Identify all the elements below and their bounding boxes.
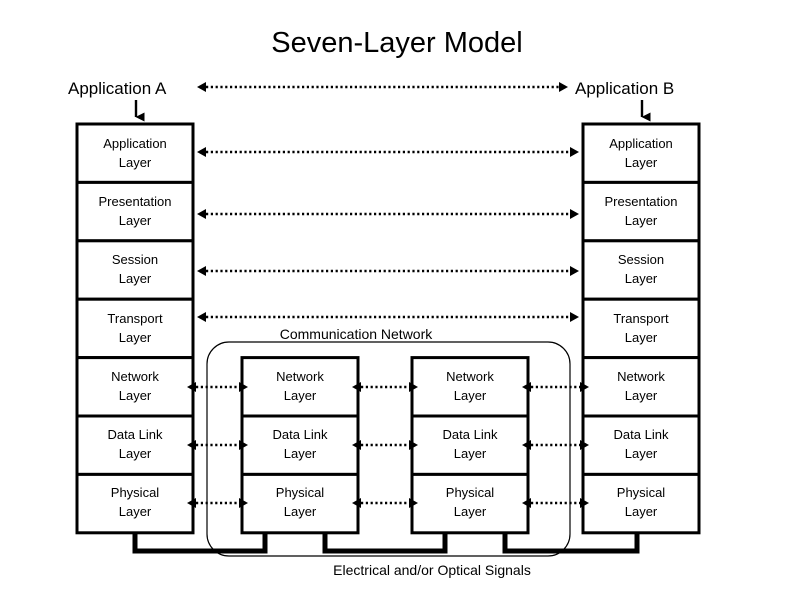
layer-label-line2: Layer bbox=[625, 213, 658, 228]
layer-label-line1: Physical bbox=[446, 485, 495, 500]
signals-label: Electrical and/or Optical Signals bbox=[333, 562, 531, 578]
layer-box-network[interactable]: Network Layer bbox=[240, 356, 360, 418]
layer-label-line2: Layer bbox=[454, 446, 487, 461]
stack-router-1: Network Layer Data Link Layer Physical L… bbox=[240, 356, 360, 535]
layer-box-session[interactable]: Session Layer bbox=[75, 239, 195, 301]
layer-label-line2: Layer bbox=[119, 271, 152, 286]
endpoint-label-left: Application A bbox=[68, 79, 167, 98]
stack-host-a: Application Layer Presentation Layer Ses… bbox=[75, 122, 195, 535]
layer-label-line2: Layer bbox=[119, 446, 152, 461]
layer-label-line1: Presentation bbox=[99, 194, 172, 209]
layer-label-line2: Layer bbox=[454, 388, 487, 403]
layer-label-line1: Application bbox=[609, 136, 673, 151]
layer-label-line1: Physical bbox=[111, 485, 160, 500]
layer-label-line1: Session bbox=[618, 252, 664, 267]
layer-box-data-link[interactable]: Data Link Layer bbox=[581, 414, 701, 476]
layer-box-application[interactable]: Application Layer bbox=[581, 122, 701, 184]
layer-box-presentation[interactable]: Presentation Layer bbox=[75, 180, 195, 243]
layer-label-line1: Data Link bbox=[614, 427, 669, 442]
layer-box-physical[interactable]: Physical Layer bbox=[410, 472, 530, 535]
layer-label-line1: Network bbox=[276, 369, 324, 384]
layer-label-line2: Layer bbox=[625, 155, 658, 170]
page-title: Seven-Layer Model bbox=[271, 27, 522, 59]
stack-host-b: Application Layer Presentation Layer Ses… bbox=[581, 122, 701, 535]
layer-label-line1: Network bbox=[617, 369, 665, 384]
layer-label-line1: Transport bbox=[613, 311, 669, 326]
layer-label-line1: Network bbox=[111, 369, 159, 384]
layer-box-network[interactable]: Network Layer bbox=[75, 356, 195, 418]
layer-label-line1: Presentation bbox=[605, 194, 678, 209]
layer-label-line1: Data Link bbox=[443, 427, 498, 442]
layer-label-line1: Application bbox=[103, 136, 167, 151]
layer-label-line1: Network bbox=[446, 369, 494, 384]
layer-label-line1: Data Link bbox=[273, 427, 328, 442]
layer-box-data-link[interactable]: Data Link Layer bbox=[240, 414, 360, 476]
physical-medium-bracket-node2-b bbox=[502, 532, 640, 554]
layer-box-physical[interactable]: Physical Layer bbox=[240, 472, 360, 535]
layer-box-presentation[interactable]: Presentation Layer bbox=[581, 180, 701, 243]
layer-box-transport[interactable]: Transport Layer bbox=[75, 297, 195, 360]
layer-box-session[interactable]: Session Layer bbox=[581, 239, 701, 301]
layer-label-line2: Layer bbox=[119, 213, 152, 228]
layer-label-line2: Layer bbox=[454, 504, 487, 519]
layer-box-network[interactable]: Network Layer bbox=[581, 356, 701, 418]
physical-medium-bracket-a-node1 bbox=[132, 532, 268, 554]
layer-label-line2: Layer bbox=[625, 271, 658, 286]
layer-label-line2: Layer bbox=[119, 504, 152, 519]
layer-box-transport[interactable]: Transport Layer bbox=[581, 297, 701, 360]
layer-label-line1: Physical bbox=[276, 485, 325, 500]
layer-label-line2: Layer bbox=[119, 155, 152, 170]
layer-label-line2: Layer bbox=[625, 504, 658, 519]
endpoint-label-right: Application B bbox=[575, 79, 674, 98]
layer-label-line2: Layer bbox=[625, 330, 658, 345]
layer-label-line1: Transport bbox=[107, 311, 163, 326]
layer-label-line2: Layer bbox=[284, 504, 317, 519]
layer-label-line1: Data Link bbox=[108, 427, 163, 442]
layer-label-line2: Layer bbox=[119, 388, 152, 403]
layer-label-line2: Layer bbox=[119, 330, 152, 345]
physical-medium-bracket-node1-node2 bbox=[322, 532, 448, 554]
layer-label-line2: Layer bbox=[284, 388, 317, 403]
layer-box-network[interactable]: Network Layer bbox=[410, 356, 530, 418]
communication-network-label: Communication Network bbox=[280, 326, 433, 342]
layer-box-data-link[interactable]: Data Link Layer bbox=[410, 414, 530, 476]
layer-label-line2: Layer bbox=[284, 446, 317, 461]
layer-label-line2: Layer bbox=[625, 388, 658, 403]
layer-box-physical[interactable]: Physical Layer bbox=[75, 472, 195, 535]
layer-box-application[interactable]: Application Layer bbox=[75, 122, 195, 184]
layer-label-line1: Physical bbox=[617, 485, 666, 500]
layer-box-physical[interactable]: Physical Layer bbox=[581, 472, 701, 535]
layer-label-line1: Session bbox=[112, 252, 158, 267]
stack-router-2: Network Layer Data Link Layer Physical L… bbox=[410, 356, 530, 535]
layer-label-line2: Layer bbox=[625, 446, 658, 461]
layer-box-data-link[interactable]: Data Link Layer bbox=[75, 414, 195, 476]
